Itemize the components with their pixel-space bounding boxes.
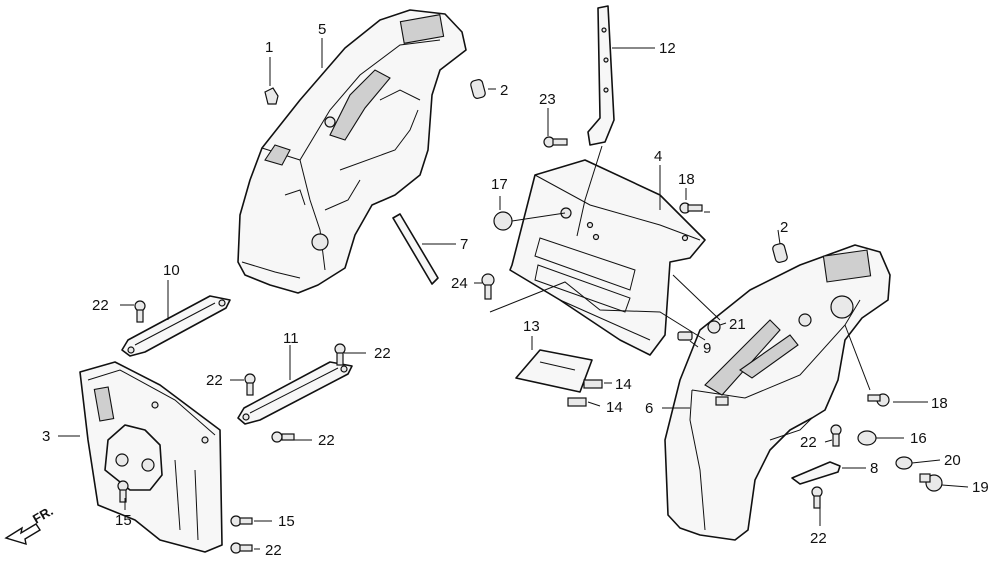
bolt-15a [117,480,129,503]
plug-16 [857,430,877,446]
bolt-22a [134,300,146,323]
washer-20 [895,456,913,470]
callout-10: 10 [163,262,180,279]
bolt-24 [481,273,495,300]
knob-19-base [919,473,931,483]
left-fender [237,9,467,294]
callout-19: 19 [972,479,989,496]
grommet-1 [264,87,279,105]
bolt-15b [230,515,253,527]
clip-14b [567,397,587,407]
callout-15a: 15 [115,512,132,529]
callout-1: 1 [265,39,273,56]
callout-2a: 2 [500,82,508,99]
center-cover [509,159,706,356]
bolt-23 [543,136,568,148]
bolt-18a [679,202,703,214]
nut-21 [707,320,721,334]
bolt-22e [230,542,253,554]
bracket-10 [121,295,231,357]
callout-23: 23 [539,91,556,108]
rod-7 [392,213,439,285]
callout-11: 11 [283,330,299,347]
callout-16: 16 [910,430,927,447]
callout-4: 4 [654,148,662,165]
leader-lines [58,38,969,550]
callout-6: 6 [645,400,653,417]
bolt-18b [867,393,890,407]
callout-22c: 22 [206,372,223,389]
callout-13: 13 [523,318,540,335]
grommet-2b [772,243,788,263]
stay-12 [587,5,615,146]
pad-13 [515,349,593,393]
callout-22a: 22 [92,297,109,314]
bolt-22g [811,486,823,509]
callout-22e: 22 [265,542,282,559]
callout-12: 12 [659,40,676,57]
callout-7: 7 [460,236,468,253]
callout-15b: 15 [278,513,295,530]
callout-22d: 22 [318,432,335,449]
bolt-22b [334,343,346,366]
rear-panel [79,361,223,553]
callout-18a: 18 [678,171,695,188]
grommet-2a [470,79,486,99]
callout-8: 8 [870,460,878,477]
callout-3: 3 [42,428,50,445]
bracket-11 [237,361,353,425]
fr-label: FR. [30,503,56,526]
hardware [117,79,943,554]
cap-17 [493,211,513,231]
bolt-22f [830,424,842,447]
callout-18b: 18 [931,395,948,412]
bolt-22c [244,373,256,396]
callout-14b: 14 [606,399,623,416]
right-fender [664,244,891,541]
callout-14a: 14 [615,376,632,393]
clip-14a [583,379,603,389]
rod-8 [791,461,841,485]
callouts: 1 5 2 23 12 4 17 18 7 2 24 10 22 11 22 2… [42,21,989,559]
callout-9: 9 [703,340,711,357]
clip-9 [677,331,693,341]
callout-20: 20 [944,452,961,469]
callout-24: 24 [451,275,468,292]
callout-2b: 2 [780,219,788,236]
callout-17: 17 [491,176,508,193]
callout-22g: 22 [810,530,827,547]
front-direction-arrow: FR. [4,503,56,546]
callout-22f: 22 [800,434,817,451]
callout-5: 5 [318,21,326,38]
callout-22b: 22 [374,345,391,362]
callout-21: 21 [729,316,746,333]
